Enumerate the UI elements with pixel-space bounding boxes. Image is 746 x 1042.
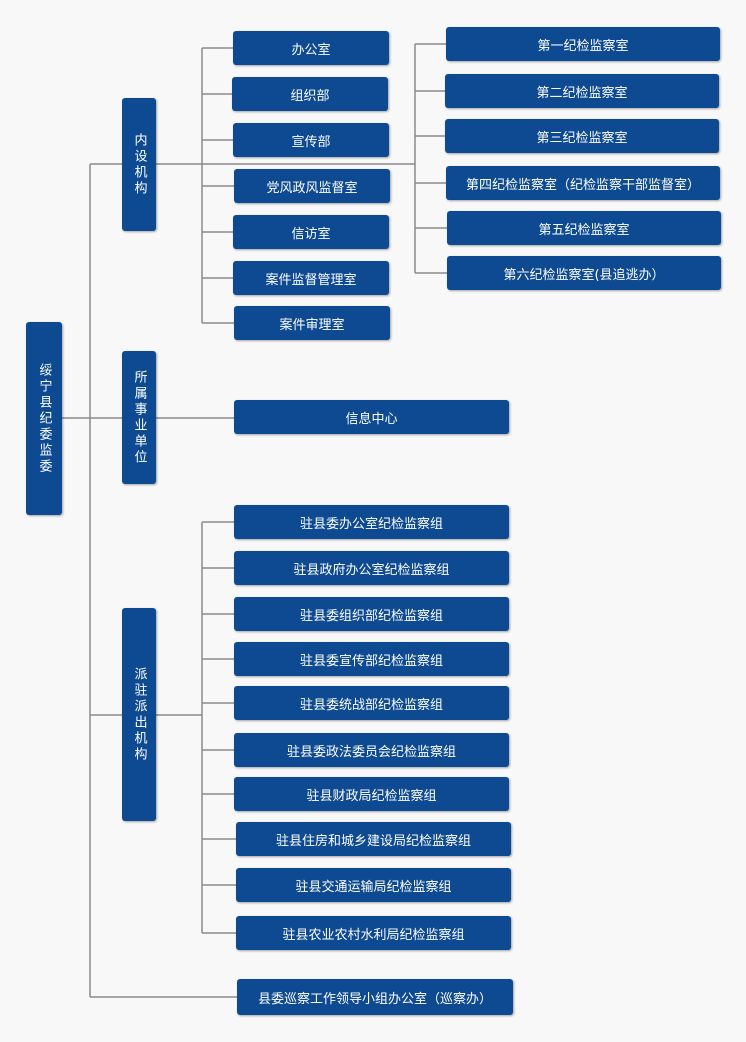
room-5: 第五纪检监察室 [447,211,721,245]
dept-case-review: 案件审理室 [234,306,390,340]
unit-info-center: 信息中心 [234,400,509,434]
dept-case-management: 案件监督管理室 [233,261,389,295]
group-1: 驻县委办公室纪检监察组 [234,505,509,539]
room-2: 第二纪检监察室 [445,74,719,108]
dept-publicity: 宣传部 [233,123,389,157]
room-4: 第四纪检监察室（纪检监察干部监督室） [446,166,720,200]
room-6: 第六纪检监察室(县追逃办） [447,256,721,290]
branch-affiliated: 所属事业单位 [122,351,156,484]
root-node: 绥宁县纪委监委 [26,322,62,515]
group-8: 驻县住房和城乡建设局纪检监察组 [236,822,511,856]
group-5: 驻县委统战部纪检监察组 [234,686,509,720]
room-3: 第三纪检监察室 [445,119,719,153]
group-9: 驻县交通运输局纪检监察组 [236,868,511,902]
group-6: 驻县委政法委员会纪检监察组 [234,733,509,767]
dept-office: 办公室 [233,31,389,65]
dept-conduct-supervision: 党风政风监督室 [234,169,390,203]
group-2: 驻县政府办公室纪检监察组 [234,551,509,585]
dept-petition: 信访室 [233,215,389,249]
group-10: 驻县农业农村水利局纪检监察组 [236,916,511,950]
group-7: 驻县财政局纪检监察组 [234,777,509,811]
branch-inspection: 县委巡察工作领导小组办公室（巡察办） [237,979,513,1015]
room-1: 第一纪检监察室 [446,27,720,61]
group-4: 驻县委宣传部纪检监察组 [234,642,509,676]
branch-dispatched: 派驻派出机构 [122,608,156,821]
dept-organization: 组织部 [232,77,388,111]
branch-internal: 内设机构 [122,98,156,231]
group-3: 驻县委组织部纪检监察组 [234,597,509,631]
